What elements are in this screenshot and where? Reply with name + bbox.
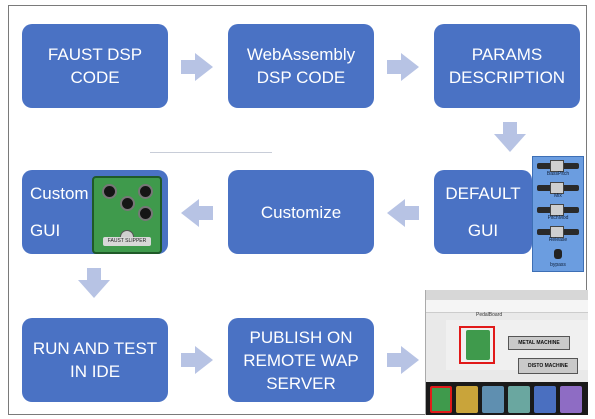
custom-pedal-image: FAUST SLIPPER xyxy=(92,176,162,254)
publish-line2: REMOTE WAP xyxy=(243,350,359,370)
run-and-test-box: RUN AND TEST IN IDE xyxy=(22,318,168,402)
pedal-knob-1 xyxy=(102,184,117,199)
arrow-left-1 xyxy=(181,199,199,227)
custom-line2: GUI xyxy=(30,221,61,240)
arrow-stem-left-2 xyxy=(405,206,419,220)
pedal-knob-2 xyxy=(138,184,153,199)
arrow-stem-down-1 xyxy=(503,122,517,134)
gui-slider-1 xyxy=(537,160,579,172)
gui-label-2: Mix xyxy=(554,193,562,199)
gui-label-5: bypass xyxy=(550,262,566,268)
faust-line2: CODE xyxy=(70,68,120,87)
diagram-frame xyxy=(8,5,587,415)
rack-pedal-6 xyxy=(560,386,582,413)
pedal-label: FAUST SLIPPER xyxy=(103,237,151,246)
gui-label-3: PitchMod xyxy=(547,215,569,221)
faust-dsp-code-box: FAUST DSP CODE xyxy=(22,24,168,108)
disto-machine: DISTO MACHINE xyxy=(518,358,578,374)
params-description-box: PARAMS DESCRIPTION xyxy=(434,24,580,108)
rack-pedal-4 xyxy=(508,386,530,413)
gui-slider-3 xyxy=(537,204,579,216)
arrow-stem-left-1 xyxy=(199,206,213,220)
rack-pedal-2 xyxy=(456,386,478,413)
pedalboard-screenshot: PedalBoard METAL MACHINE DISTO MACHINE xyxy=(425,290,588,415)
faust-line1: FAUST DSP xyxy=(47,45,143,64)
arrow-right-4 xyxy=(401,346,419,374)
gui-label-1: BassPitch xyxy=(546,171,570,177)
gui-slider-2 xyxy=(537,182,579,194)
run-line2: IN IDE xyxy=(69,362,121,381)
divider-line xyxy=(150,152,272,153)
arrow-right-3 xyxy=(195,346,213,374)
rack-pedal-1 xyxy=(430,386,452,413)
rack-pedal-3 xyxy=(482,386,504,413)
wasm-line1: WebAssembly xyxy=(246,45,356,64)
gui-label-4: Release xyxy=(548,237,568,243)
gui-slider-4 xyxy=(537,226,579,238)
default-line1: DEFAULT xyxy=(445,184,521,203)
arrow-stem-2 xyxy=(387,60,401,74)
arrow-down-1 xyxy=(494,134,526,152)
browser-urlbar xyxy=(426,300,588,313)
gui-bypass-toggle xyxy=(554,249,562,259)
selection-highlight xyxy=(459,326,495,364)
browser-tabbar xyxy=(426,290,588,300)
default-line2: GUI xyxy=(467,221,499,240)
metal-machine: METAL MACHINE xyxy=(508,336,570,350)
params-line1: PARAMS xyxy=(471,45,543,64)
arrow-stem-3 xyxy=(181,353,195,367)
pedalboard-title: PedalBoard xyxy=(476,312,503,318)
default-gui-box: DEFAULT GUI xyxy=(434,170,532,254)
default-gui-panel: BassPitch Mix PitchMod Release bypass xyxy=(532,156,584,272)
custom-line1: Custom xyxy=(30,184,89,203)
arrow-stem-4 xyxy=(387,353,401,367)
customize-box: Customize xyxy=(228,170,374,254)
publish-box: PUBLISH ON REMOTE WAP SERVER xyxy=(228,318,374,402)
rack-pedal-5 xyxy=(534,386,556,413)
arrow-stem-1 xyxy=(181,60,195,74)
plugin-rack xyxy=(426,382,588,415)
arrow-down-2 xyxy=(78,280,110,298)
arrow-right-2 xyxy=(401,53,419,81)
thumb-pedal xyxy=(466,330,490,360)
params-line2: DESCRIPTION xyxy=(448,68,566,87)
wasm-line2: DSP CODE xyxy=(256,68,346,87)
arrow-left-2 xyxy=(387,199,405,227)
publish-line1: PUBLISH ON xyxy=(249,327,353,347)
customize-label: Customize xyxy=(260,202,342,222)
arrow-right-1 xyxy=(195,53,213,81)
publish-line3: SERVER xyxy=(266,373,336,393)
webassembly-dsp-code-box: WebAssembly DSP CODE xyxy=(228,24,374,108)
run-line1: RUN AND TEST xyxy=(32,339,158,358)
pedal-knob-4 xyxy=(138,206,153,221)
pedal-knob-3 xyxy=(120,196,135,211)
arrow-stem-down-2 xyxy=(87,268,101,280)
